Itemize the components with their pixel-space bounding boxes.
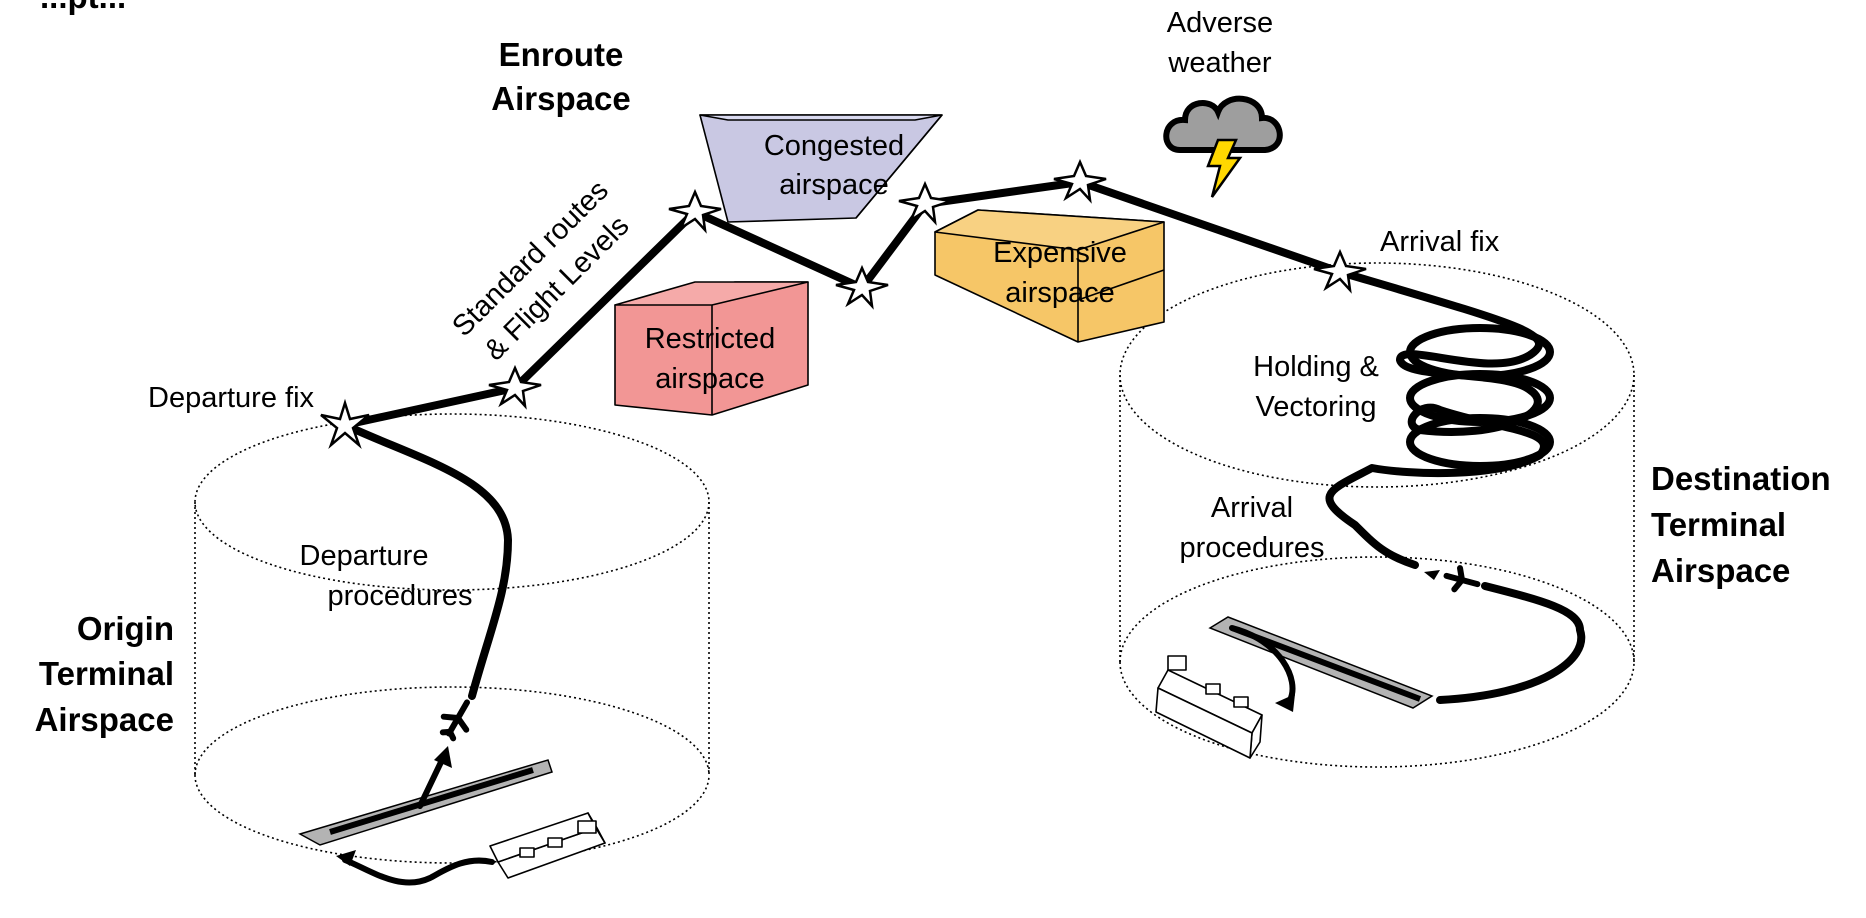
origin-airplane-icon bbox=[439, 699, 470, 742]
adverse-weather-label-1: Adverse bbox=[1167, 7, 1273, 39]
departure-fix-star-icon bbox=[320, 398, 370, 449]
origin-terminal-cylinder bbox=[194, 413, 710, 864]
lightning-bolt-icon bbox=[1206, 138, 1243, 198]
restricted-label-2: airspace bbox=[655, 363, 765, 395]
waypoint-star-icon bbox=[1053, 158, 1107, 204]
departure-fix-label: Departure fix bbox=[148, 382, 315, 414]
origin-title-3: Airspace bbox=[35, 701, 174, 738]
arrival-fix-star-icon bbox=[1313, 248, 1367, 294]
destination-title-3: Airspace bbox=[1651, 552, 1790, 589]
arrival-fix-label: Arrival fix bbox=[1380, 226, 1500, 258]
arrival-procedures-label-2: procedures bbox=[1179, 532, 1324, 564]
holding-label-1: Holding & bbox=[1253, 351, 1379, 383]
arrowhead-taxi-in-icon bbox=[1275, 694, 1295, 712]
origin-runway-icon bbox=[298, 759, 553, 846]
waypoint-star-icon bbox=[668, 188, 722, 234]
congested-label-1: Congested bbox=[764, 130, 904, 162]
departure-procedures-label-2: procedures bbox=[327, 580, 472, 612]
restricted-label-1: Restricted bbox=[645, 323, 776, 355]
storm-cloud-icon bbox=[1163, 95, 1283, 153]
holding-label-2: Vectoring bbox=[1256, 391, 1377, 423]
enroute-title-1: Enroute bbox=[499, 36, 624, 73]
destination-title-2: Terminal bbox=[1651, 506, 1786, 543]
destination-airplane-icon bbox=[1443, 565, 1481, 593]
expensive-label-2: airspace bbox=[1005, 277, 1115, 309]
arrowhead-taxi-icon bbox=[336, 850, 356, 866]
adverse-weather-label-2: weather bbox=[1167, 47, 1272, 79]
congested-label-2: airspace bbox=[779, 169, 889, 201]
destination-title-1: Destination bbox=[1651, 460, 1831, 497]
enroute-title-2: Airspace bbox=[491, 80, 630, 117]
waypoint-star-icon bbox=[898, 180, 952, 226]
waypoint-star-icon bbox=[488, 364, 542, 410]
expensive-airspace-box: Expensive airspace bbox=[934, 209, 1165, 343]
arrival-procedures-label-1: Arrival bbox=[1211, 492, 1293, 524]
restricted-airspace-box: Restricted airspace bbox=[614, 281, 809, 416]
header-partial-text: ...pt... bbox=[40, 0, 126, 15]
expensive-label-1: Expensive bbox=[993, 237, 1127, 269]
origin-title-1: Origin bbox=[77, 610, 174, 647]
congested-airspace-box: Congested airspace bbox=[699, 114, 943, 223]
waypoint-star-icon bbox=[835, 264, 889, 310]
arrowhead-arrival-icon bbox=[1424, 570, 1440, 580]
flight-route-path bbox=[341, 178, 1548, 700]
departure-procedures-label-1: Departure bbox=[300, 540, 429, 572]
origin-title-2: Terminal bbox=[39, 655, 174, 692]
destination-terminal-cylinder bbox=[1119, 262, 1635, 768]
origin-terminal-building-icon bbox=[489, 812, 606, 879]
arrowhead-takeoff-icon bbox=[434, 746, 452, 768]
destination-terminal-building-icon bbox=[1155, 655, 1263, 759]
holding-coils bbox=[1406, 324, 1554, 470]
